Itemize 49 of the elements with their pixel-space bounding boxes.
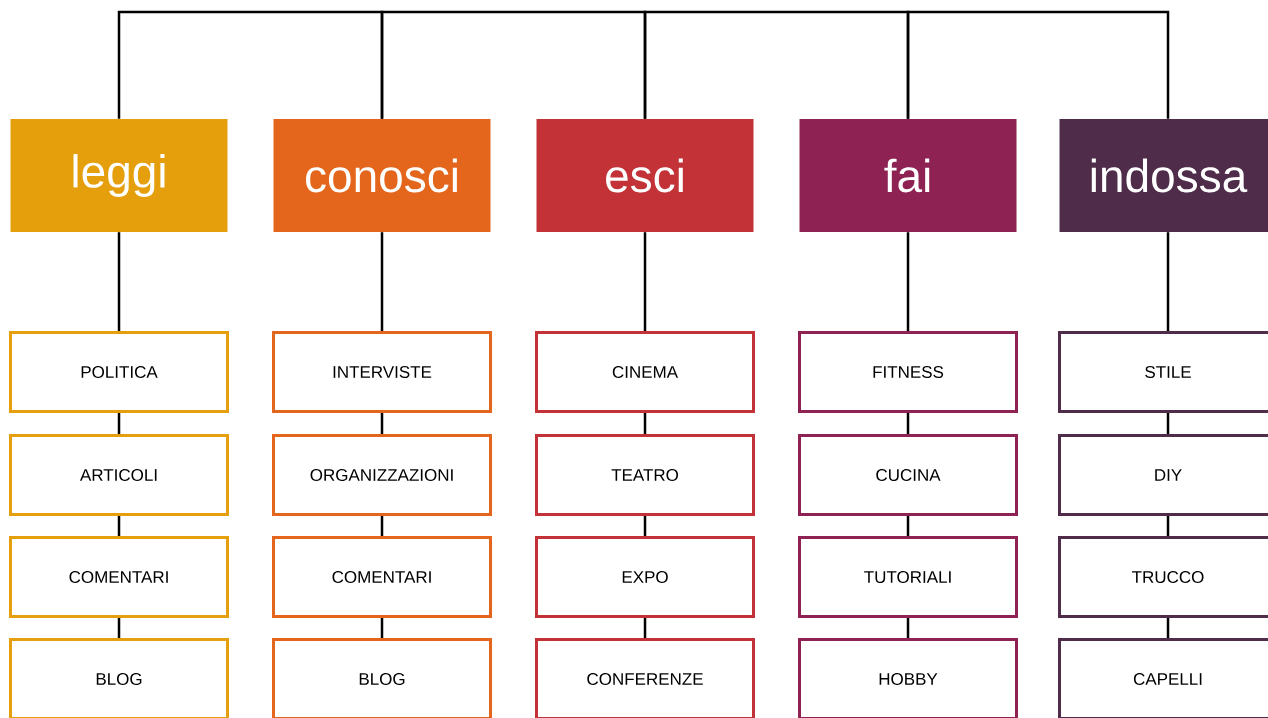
connector-line <box>643 413 647 434</box>
connector-line <box>117 413 121 434</box>
topic-box: FITNESS <box>798 331 1018 413</box>
connector-line <box>906 232 910 331</box>
connector-line <box>906 413 910 434</box>
connector-line <box>1166 618 1170 638</box>
topic-box: EXPO <box>535 536 755 618</box>
category-box: conosci <box>273 119 491 232</box>
connector-line <box>117 516 121 536</box>
connector-line <box>643 516 647 536</box>
topic-box: TUTORIALI <box>798 536 1018 618</box>
category-box: leggi <box>10 119 228 232</box>
topic-box: POLITICA <box>9 331 229 413</box>
topic-box: ARTICOLI <box>9 434 229 516</box>
connector-line <box>380 232 384 331</box>
connector-line <box>643 232 647 331</box>
bracket-line <box>906 10 1170 119</box>
topic-box: CINEMA <box>535 331 755 413</box>
connector-line <box>643 618 647 638</box>
topic-box: ORGANIZZAZIONI <box>272 434 492 516</box>
category-box: esci <box>536 119 754 232</box>
topic-box: BLOG <box>9 638 229 718</box>
category-box: fai <box>799 119 1017 232</box>
connector-line <box>1166 413 1170 434</box>
topic-box: DIY <box>1058 434 1268 516</box>
topic-box: CAPELLI <box>1058 638 1268 718</box>
connector-line <box>380 618 384 638</box>
topic-box: COMENTARI <box>272 536 492 618</box>
bracket-line <box>117 10 384 119</box>
topic-box: INTERVISTE <box>272 331 492 413</box>
connector-line <box>906 516 910 536</box>
connector-line <box>380 516 384 536</box>
topic-box: CONFERENZE <box>535 638 755 718</box>
topic-box: CUCINA <box>798 434 1018 516</box>
bracket-line <box>643 10 910 119</box>
connector-line <box>1166 516 1170 536</box>
topic-box: COMENTARI <box>9 536 229 618</box>
connector-line <box>1166 232 1170 331</box>
topic-box: STILE <box>1058 331 1268 413</box>
topic-box: TEATRO <box>535 434 755 516</box>
connector-line <box>117 232 121 331</box>
topic-box: BLOG <box>272 638 492 718</box>
topic-box: HOBBY <box>798 638 1018 718</box>
connector-line <box>380 413 384 434</box>
category-box: indossa <box>1059 119 1268 232</box>
bracket-line <box>380 10 647 119</box>
topic-box: TRUCCO <box>1058 536 1268 618</box>
connector-line <box>906 618 910 638</box>
connector-line <box>117 618 121 638</box>
